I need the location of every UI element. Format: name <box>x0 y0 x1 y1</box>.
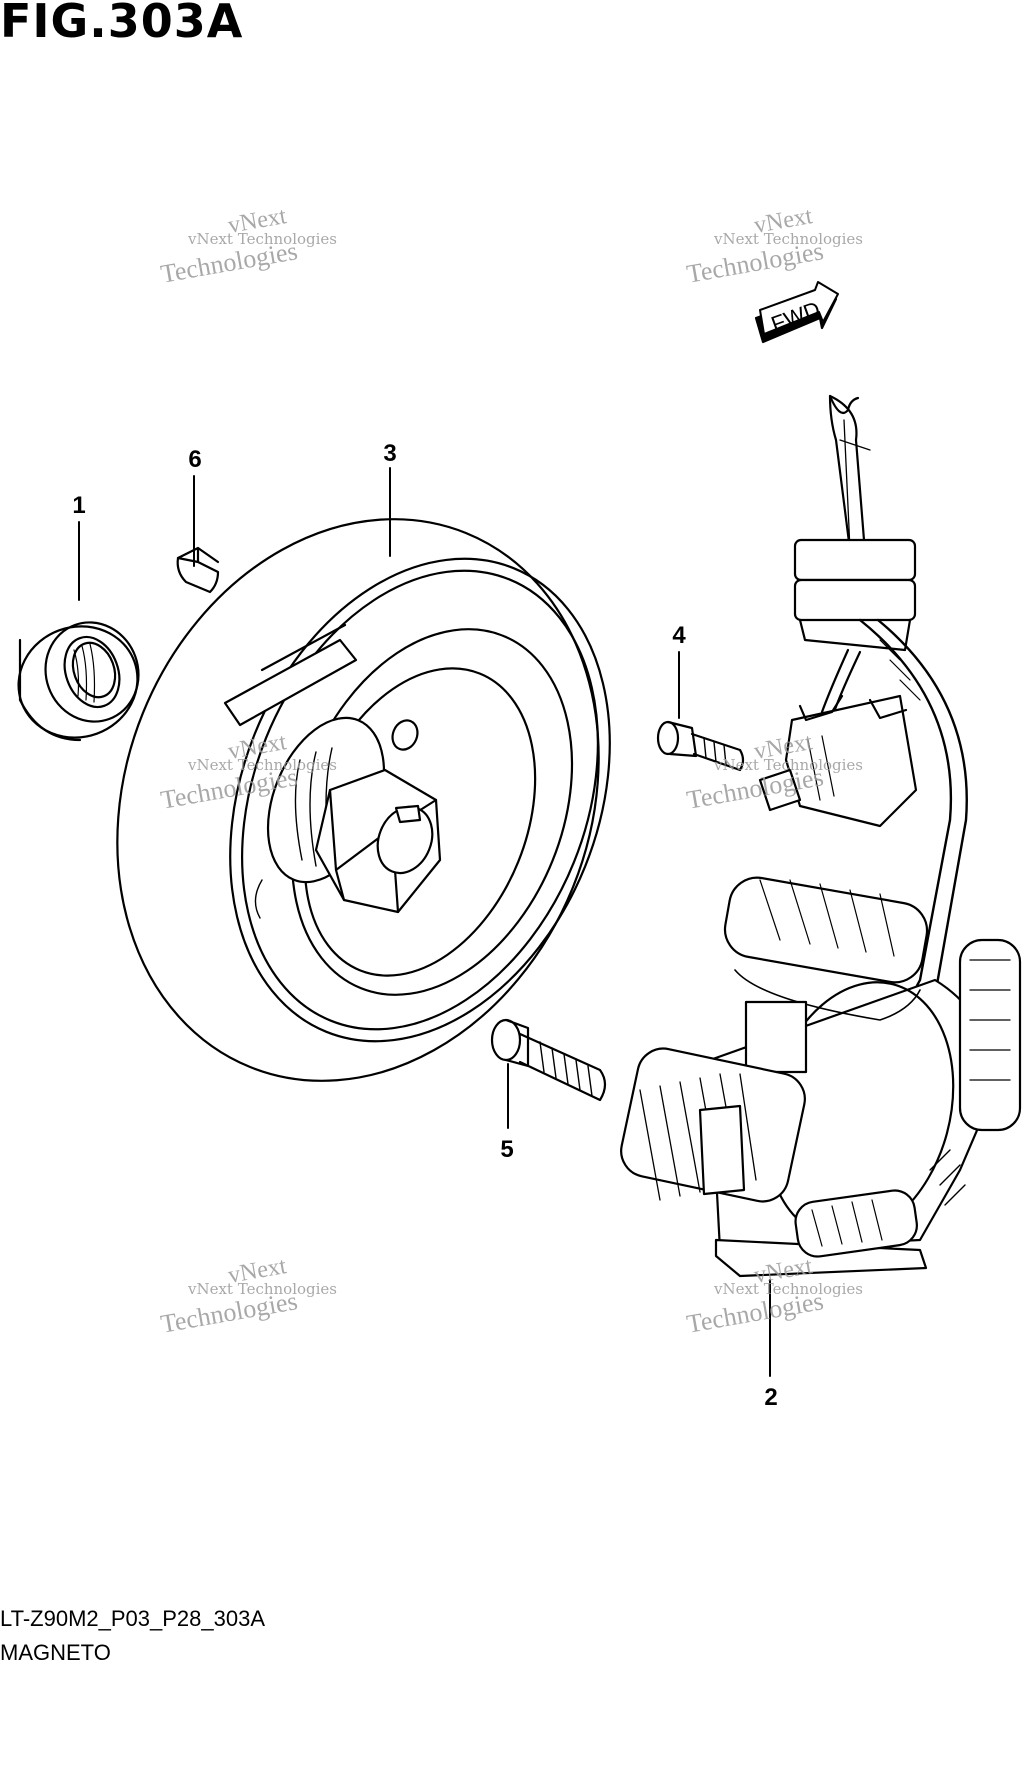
part-3-rotor <box>116 518 611 1082</box>
callout-1: 1 <box>72 492 86 519</box>
fwd-label: FWD <box>768 296 824 337</box>
part-1-nut <box>17 621 140 742</box>
leader-lines <box>78 467 771 1377</box>
callout-2: 2 <box>764 1384 778 1411</box>
figure-name: MAGNETO <box>0 1640 111 1665</box>
figure-title: FIG.303A <box>0 0 244 48</box>
part-4-bolt <box>656 720 745 772</box>
figure-code: LT-Z90M2_P03_P28_303A <box>0 1606 265 1631</box>
fwd-arrow: FWD <box>754 281 839 344</box>
callout-4: 4 <box>672 622 686 649</box>
callout-5: 5 <box>500 1136 514 1163</box>
callout-3: 3 <box>383 440 397 467</box>
callout-6: 6 <box>188 446 202 473</box>
part-5-bolt <box>490 1018 607 1102</box>
part-2-stator <box>620 876 1022 1278</box>
stator-wire-harness <box>758 394 968 1042</box>
part-6-key <box>176 546 220 594</box>
